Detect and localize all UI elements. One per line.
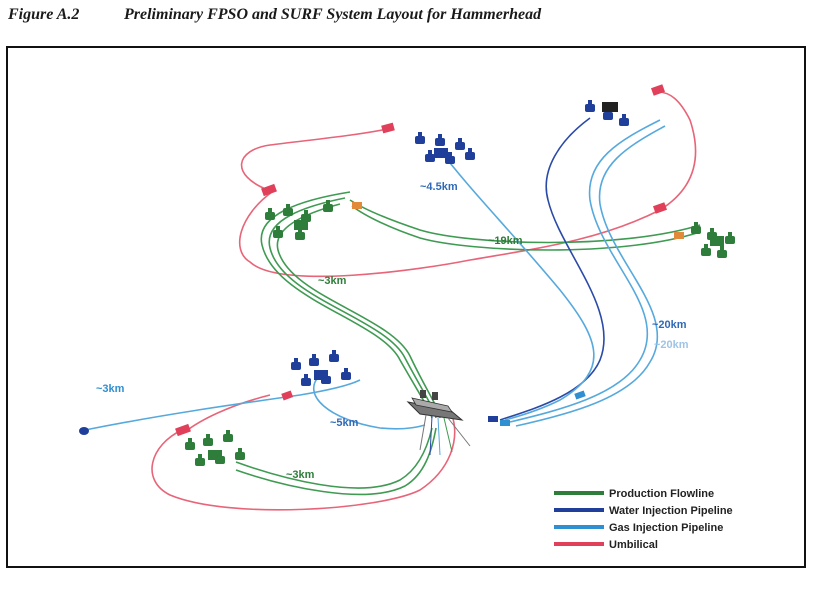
tie-in-markers: [79, 202, 684, 435]
legend-item-umbilical: Umbilical: [554, 539, 658, 551]
umbilical-north: [240, 127, 393, 191]
drill-centre-east-production: [691, 222, 735, 258]
gas-injection-south: [313, 374, 426, 430]
umbilical-lines: [151, 91, 697, 511]
gas-injection-north-a: [509, 119, 661, 423]
label-western-gas-distance: ~3km: [96, 383, 125, 395]
production-upper-b: [268, 197, 437, 419]
gas-injection-lines: [84, 119, 666, 431]
figure-number: Figure A.2: [8, 6, 80, 23]
gas-injection-west: [84, 379, 361, 431]
gas-injection-north-b: [515, 125, 666, 427]
figure-caption: Figure A.2 Preliminary FPSO and SURF Sys…: [8, 6, 541, 30]
gas-injection-upper: [439, 149, 595, 421]
drill-centre-north-gas: [415, 132, 475, 164]
diagram-frame: [6, 46, 806, 568]
production-south-b: [235, 427, 437, 496]
legend-item-gas-injection: Gas Injection Pipeline: [554, 522, 723, 534]
label-southern-gas-distance: ~5km: [330, 417, 359, 429]
umbilical-terminations: [175, 84, 668, 437]
umbilical-upper-loop: [239, 91, 697, 278]
legend-label-water-injection: Water Injection Pipeline: [609, 505, 733, 517]
label-water-injection-distance: ~20km: [652, 319, 687, 331]
umbilical-west: [151, 414, 456, 511]
drill-centre-north-water: [585, 100, 629, 126]
label-upper-cluster-distance: ~3km: [318, 275, 347, 287]
legend: Production Flowline Water Injection Pipe…: [554, 488, 733, 551]
fpso-vessel: [406, 390, 471, 456]
production-upper-c: [276, 203, 441, 419]
label-northern-gas-distance: ~4.5km: [420, 181, 458, 193]
legend-label-gas-injection: Gas Injection Pipeline: [609, 522, 723, 534]
drill-centre-south-gas: [291, 350, 351, 386]
umbilical-south-loop: [184, 394, 271, 433]
label-southern-production-distance: ~3km: [286, 469, 315, 481]
production-south: [235, 427, 433, 489]
production-flowlines: [235, 191, 701, 496]
legend-label-umbilical: Umbilical: [609, 539, 658, 551]
label-production-loop-distance: ~19km: [488, 235, 523, 247]
drill-centre-south-production: [185, 430, 245, 466]
water-injection-north: [499, 117, 605, 421]
water-injection-lines: [499, 117, 605, 421]
production-east-a: [349, 199, 701, 244]
legend-label-production: Production Flowline: [609, 488, 714, 500]
label-gas-injection-distance: ~20km: [654, 339, 689, 351]
legend-item-water-injection: Water Injection Pipeline: [554, 505, 733, 517]
production-east-b: [351, 205, 701, 251]
figure-title: Preliminary FPSO and SURF System Layout …: [124, 6, 542, 23]
legend-item-production: Production Flowline: [554, 488, 714, 500]
drill-centre-upper-production: [265, 200, 333, 240]
